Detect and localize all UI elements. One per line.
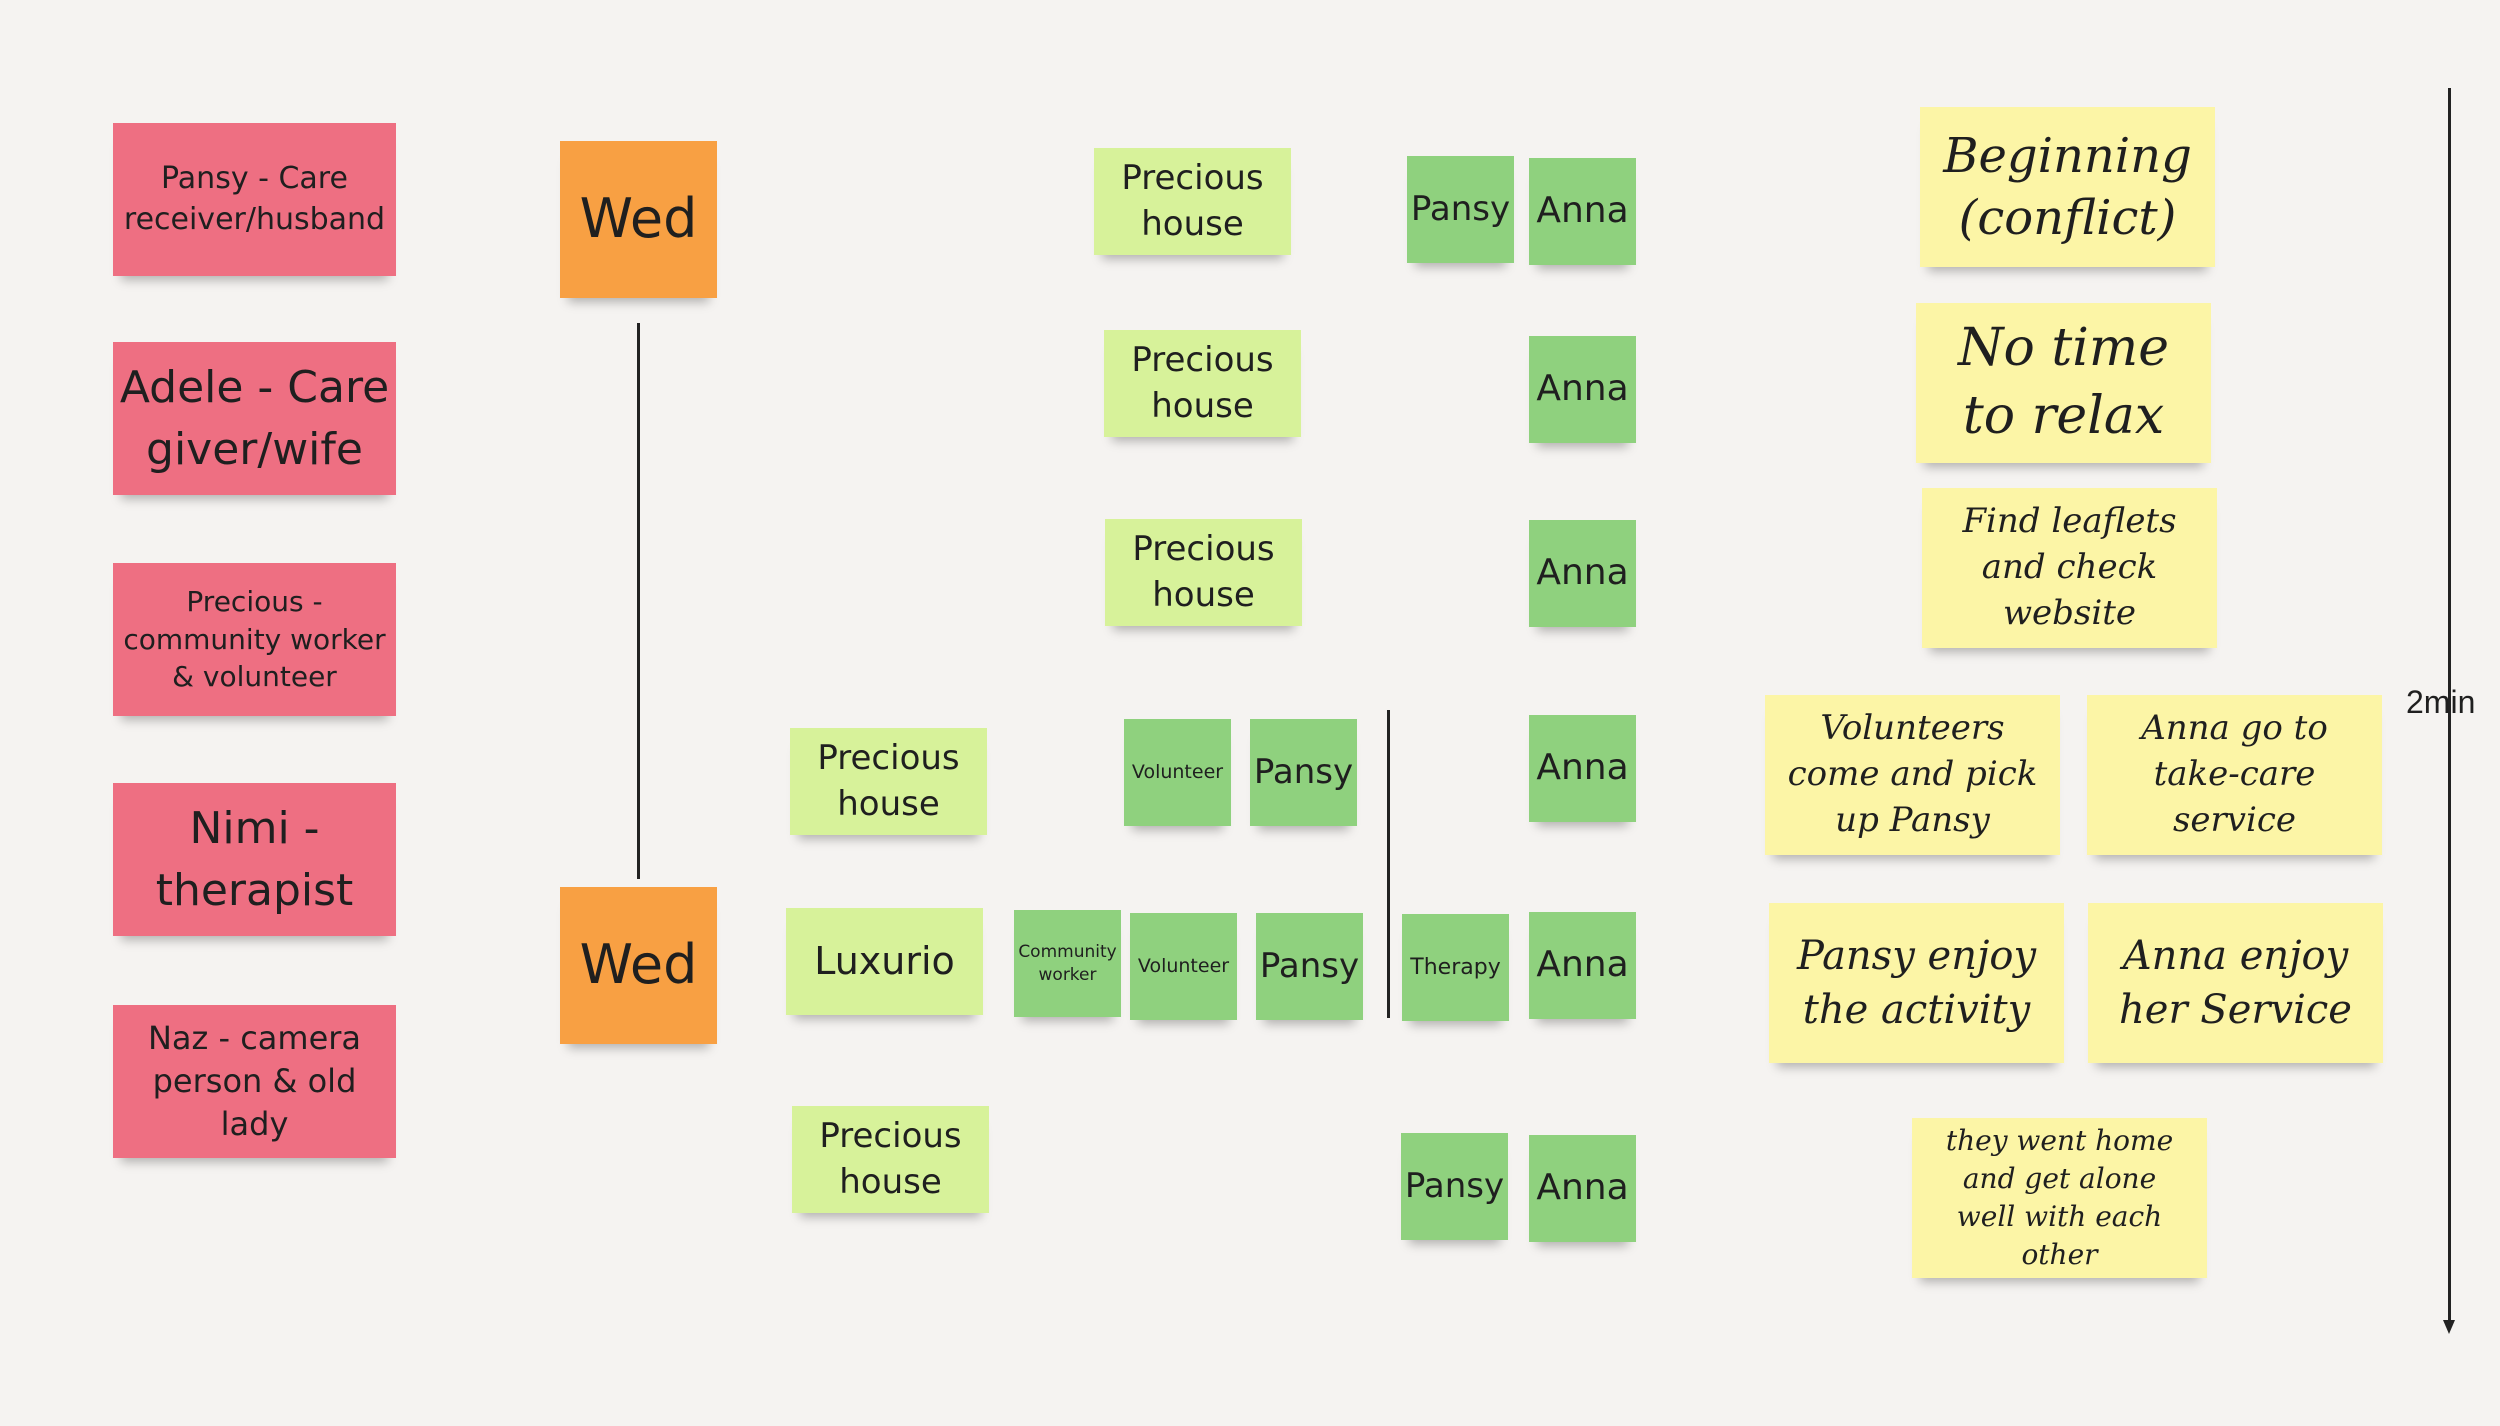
participant-note[interactable]: Anna (1529, 336, 1636, 443)
story-note[interactable]: No time to relax (1916, 303, 2211, 463)
day-note[interactable]: Wed (560, 887, 717, 1044)
location-note[interactable]: Precious house (792, 1106, 989, 1213)
participant-divider-line (1387, 710, 1390, 1018)
timeline-arrowhead-icon (2443, 1320, 2455, 1334)
character-note[interactable]: Precious - community worker & volunteer (113, 563, 396, 716)
participant-note[interactable]: Community worker (1014, 910, 1121, 1017)
participant-note[interactable]: Pansy (1250, 719, 1357, 826)
participant-note[interactable]: Pansy (1407, 156, 1514, 263)
participant-note[interactable]: Volunteer (1124, 719, 1231, 826)
timeline-line (2448, 88, 2451, 738)
participant-note[interactable]: Anna (1529, 1135, 1636, 1242)
location-note[interactable]: Luxurio (786, 908, 983, 1015)
story-note[interactable]: Anna enjoy her Service (2088, 903, 2383, 1063)
story-note[interactable]: Beginning (conflict) (1920, 107, 2215, 267)
story-note[interactable]: Pansy enjoy the activity (1769, 903, 2064, 1063)
participant-note[interactable]: Anna (1529, 520, 1636, 627)
participant-note[interactable]: Pansy (1401, 1133, 1508, 1240)
timeline-label: 2min (2406, 684, 2476, 720)
day-note[interactable]: Wed (560, 141, 717, 298)
character-note[interactable]: Adele - Care giver/wife (113, 342, 396, 495)
participant-note[interactable]: Anna (1529, 158, 1636, 265)
location-note[interactable]: Precious house (1094, 148, 1291, 255)
character-note[interactable]: Nimi - therapist (113, 783, 396, 936)
participant-note[interactable]: Anna (1529, 912, 1636, 1019)
story-note[interactable]: they went home and get alone well with e… (1912, 1118, 2207, 1278)
location-note[interactable]: Precious house (1104, 330, 1301, 437)
day-connector-line (637, 323, 640, 879)
participant-note[interactable]: Pansy (1256, 913, 1363, 1020)
participant-note[interactable]: Volunteer (1130, 913, 1237, 1020)
story-note[interactable]: Volunteers come and pick up Pansy (1765, 695, 2060, 855)
timeline-line (2448, 738, 2451, 1328)
character-note[interactable]: Naz - camera person & old lady (113, 1005, 396, 1158)
participant-note[interactable]: Therapy (1402, 914, 1509, 1021)
location-note[interactable]: Precious house (790, 728, 987, 835)
participant-note[interactable]: Anna (1529, 715, 1636, 822)
story-note[interactable]: Find leaflets and check website (1922, 488, 2217, 648)
character-note[interactable]: Pansy - Care receiver/husband (113, 123, 396, 276)
story-note[interactable]: Anna go to take-care service (2087, 695, 2382, 855)
location-note[interactable]: Precious house (1105, 519, 1302, 626)
